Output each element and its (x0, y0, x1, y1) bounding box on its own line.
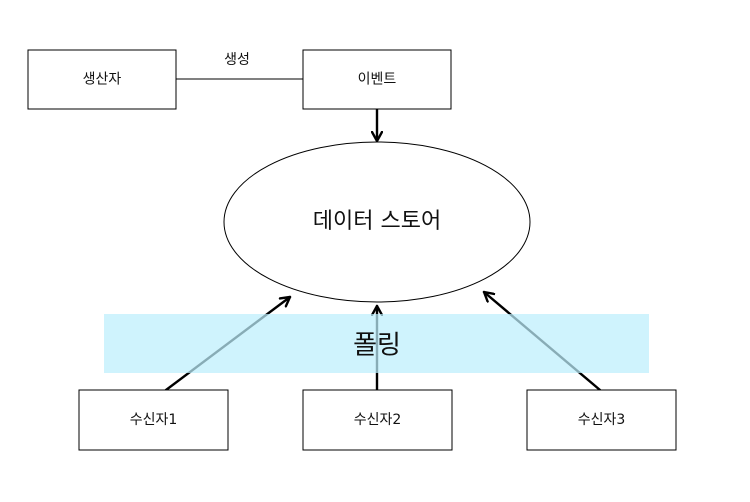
event-label: 이벤트 (358, 72, 397, 88)
receiver-2-node: 수신자2 (302, 389, 453, 451)
producer-node: 생산자 (27, 49, 177, 110)
generate-edge-label: 생성 (224, 52, 250, 68)
receiver-1-node: 수신자1 (78, 389, 229, 451)
receiver-1-label: 수신자1 (130, 412, 178, 428)
producer-label: 생산자 (83, 72, 122, 88)
polling-band: 폴링 (104, 314, 649, 373)
receiver-3-label: 수신자3 (578, 412, 626, 428)
event-node: 이벤트 (302, 49, 452, 110)
receiver-3-node: 수신자3 (526, 389, 677, 451)
data-store-node: 데이터 스토어 (223, 141, 531, 303)
receiver-2-label: 수신자2 (354, 412, 402, 428)
data-store-label: 데이터 스토어 (313, 209, 441, 234)
polling-label: 폴링 (353, 331, 401, 361)
